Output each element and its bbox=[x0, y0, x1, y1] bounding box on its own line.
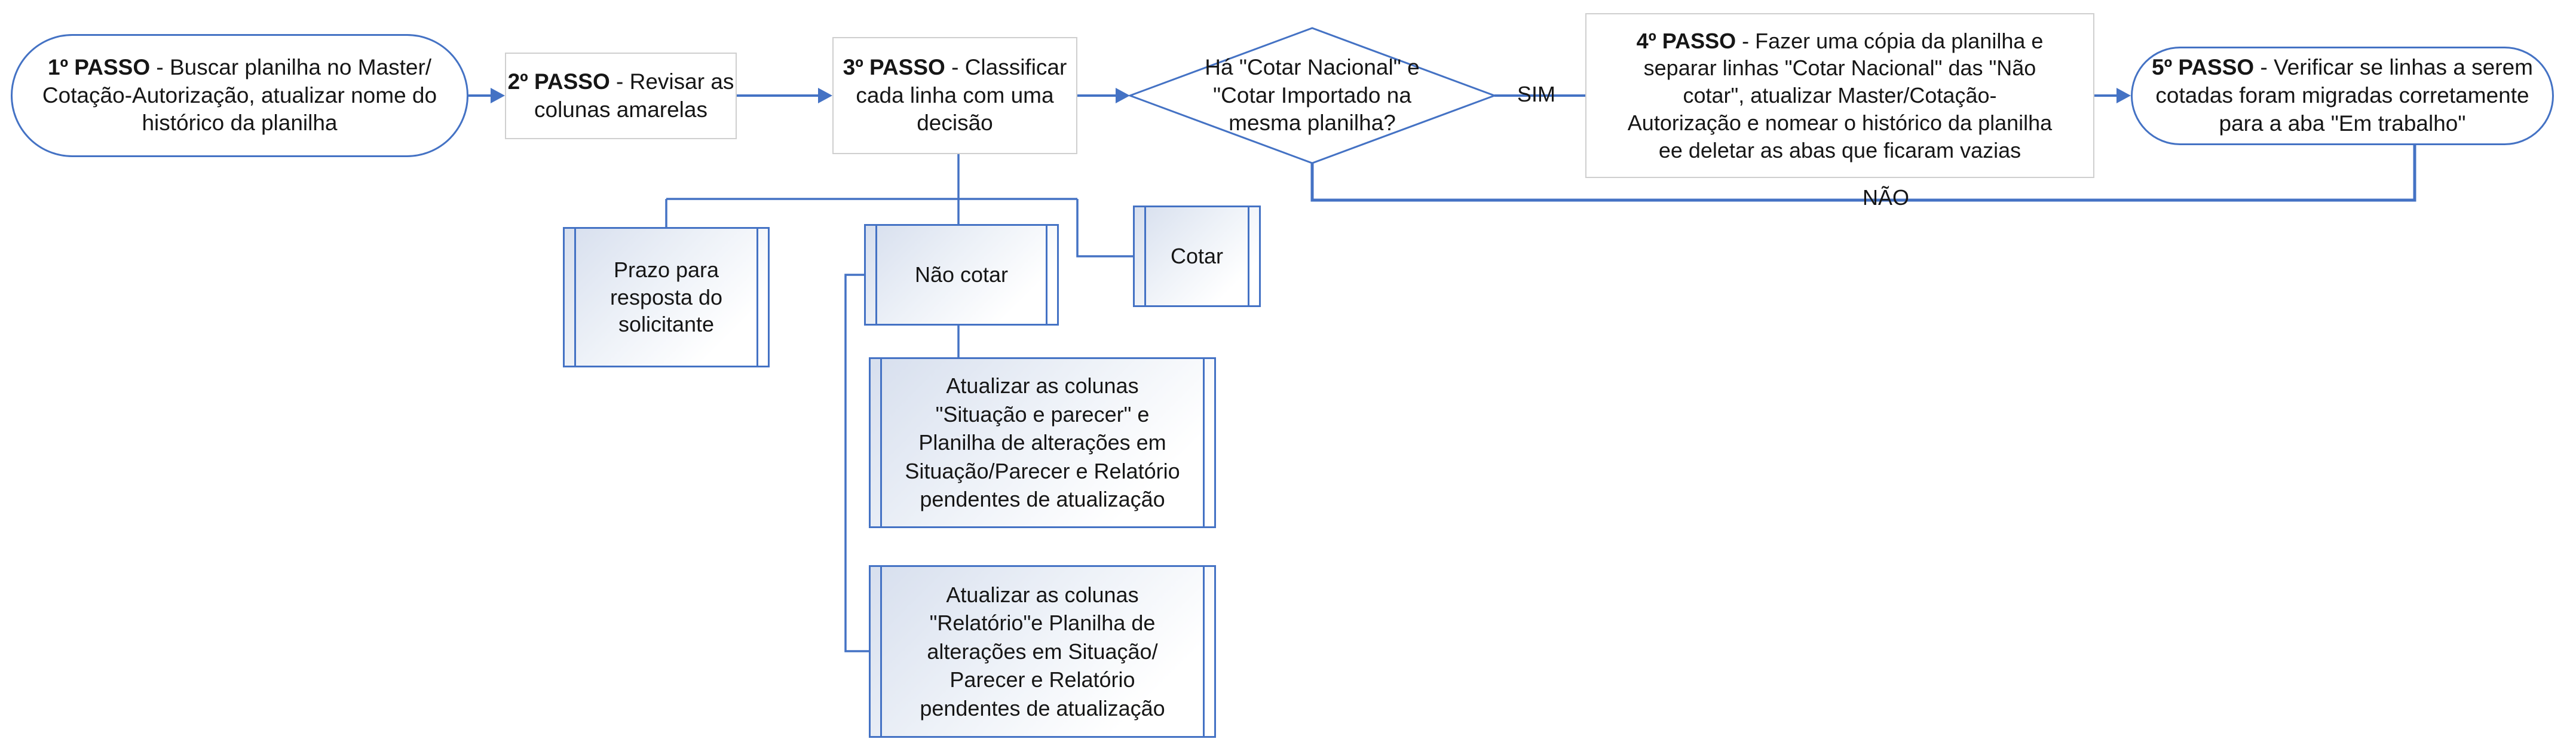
decision-diamond bbox=[1127, 27, 1497, 164]
step2-process: 2º PASSO - Revisar as colunas amarelas bbox=[505, 53, 737, 139]
step4-process: 4º PASSO - Fazer uma cópia da planilha e… bbox=[1585, 13, 2094, 178]
box-cotar: Cotar bbox=[1133, 206, 1261, 307]
step1-terminator: 1º PASSO - Buscar planilha no Master/ Co… bbox=[11, 34, 468, 157]
decision-yes-label: SIM bbox=[1517, 82, 1556, 106]
step3-text: 3º PASSO - Classificar cada linha com um… bbox=[843, 54, 1067, 136]
box-atualizar-relatorio: Atualizar as colunas "Relatório"e Planil… bbox=[869, 565, 1216, 738]
step4-text: 4º PASSO - Fazer uma cópia da planilha e… bbox=[1627, 28, 2053, 162]
step5-terminator: 5º PASSO - Verificar se linhas a serem c… bbox=[2131, 47, 2554, 145]
drop-cotar bbox=[1076, 199, 1133, 257]
box-atualizar-situacao: Atualizar as colunas "Situação e parecer… bbox=[869, 357, 1216, 528]
step2-text: 2º PASSO - Revisar as colunas amarelas bbox=[507, 69, 734, 122]
arrowhead-step5 bbox=[2116, 88, 2131, 103]
box-cotar-text: Cotar bbox=[1170, 244, 1224, 269]
arrowhead-decision bbox=[1116, 88, 1130, 103]
decision-question-text: Há "Cotar Nacional" e "Cotar Importado n… bbox=[1205, 54, 1420, 136]
box-nao-cotar: Não cotar bbox=[864, 224, 1059, 326]
arrowhead-step3 bbox=[818, 88, 832, 103]
step3-process: 3º PASSO - Classificar cada linha com um… bbox=[832, 37, 1077, 154]
box-prazo: Prazo para resposta do solicitante bbox=[563, 227, 770, 367]
step1-text: 1º PASSO - Buscar planilha no Master/ Co… bbox=[42, 54, 437, 136]
arrowhead-step2 bbox=[491, 88, 505, 103]
connector-naocotar-relatorio bbox=[844, 274, 869, 652]
box-nao-cotar-text: Não cotar bbox=[914, 262, 1009, 287]
step5-text: 5º PASSO - Verificar se linhas a serem c… bbox=[2152, 55, 2533, 136]
box-atualizar-situacao-text: Atualizar as colunas "Situação e parecer… bbox=[905, 373, 1180, 512]
decision-question: Há "Cotar Nacional" e "Cotar Importado n… bbox=[1157, 42, 1468, 149]
box-prazo-text: Prazo para resposta do solicitante bbox=[609, 257, 723, 337]
connector-nao bbox=[1310, 145, 2416, 202]
box-atualizar-relatorio-text: Atualizar as colunas "Relatório"e Planil… bbox=[920, 582, 1165, 720]
decision-no-label: NÃO bbox=[1862, 185, 1910, 210]
